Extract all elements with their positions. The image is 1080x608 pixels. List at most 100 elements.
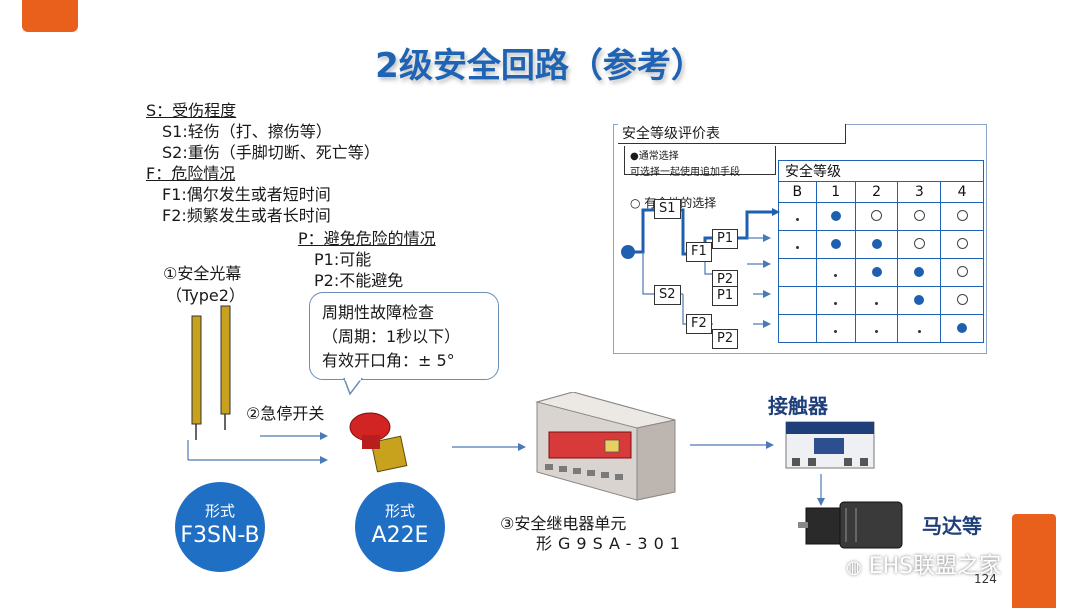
legend-s-heading: S：受伤程度: [146, 100, 380, 121]
safety-level-cell: [855, 203, 898, 231]
filled-circle-icon: [957, 323, 967, 333]
safety-level-cell: [941, 231, 984, 259]
small-dot-icon: [796, 246, 799, 249]
small-dot-icon: [834, 274, 837, 277]
motor-image: [796, 494, 916, 554]
filled-circle-icon: [831, 211, 841, 221]
small-dot-icon: [875, 330, 878, 333]
estop-switch-image: [340, 405, 420, 485]
safety-level-cell: [779, 231, 817, 259]
safety-level-row: [779, 231, 984, 259]
safety-level-cell: [855, 315, 898, 343]
open-circle-icon: [957, 266, 968, 277]
filled-circle-icon: [872, 239, 882, 249]
safety-level-cell: [816, 287, 855, 315]
page-number: 124: [974, 572, 997, 586]
safety-level-cell: [816, 315, 855, 343]
estop-model: A22E: [355, 523, 445, 548]
safety-level-cell: [941, 259, 984, 287]
safety-level-cell: [898, 231, 941, 259]
callout-line-3: 有效开口角：± 5°: [322, 349, 498, 373]
level-header: 2: [855, 182, 898, 203]
wechat-icon: ◍: [846, 557, 862, 578]
periodic-check-callout: 周期性故障检查 （周期：1秒以下） 有效开口角：± 5°: [309, 292, 499, 380]
light-curtain-model-small: 形式: [175, 500, 265, 521]
tree-s1: S1: [654, 199, 681, 219]
safety-level-cell: [898, 287, 941, 315]
safety-level-cell: [816, 259, 855, 287]
relay-model: 形G9SA-301: [536, 530, 686, 554]
safety-level-cell: [816, 203, 855, 231]
safety-level-cell: [816, 231, 855, 259]
small-dot-icon: [834, 302, 837, 305]
corner-accent-bottom: [1012, 514, 1056, 608]
contactor-image: [780, 416, 880, 472]
safety-level-row: [779, 203, 984, 231]
small-dot-icon: [796, 218, 799, 221]
safety-level-cell: [941, 203, 984, 231]
safety-level-cell: [941, 287, 984, 315]
open-circle-icon: [871, 210, 882, 221]
safety-level-row: [779, 259, 984, 287]
motor-label: 马达等: [922, 510, 982, 539]
safety-level-cell: [855, 259, 898, 287]
safety-level-caption: 安全等级: [779, 161, 984, 182]
light-curtain-model: F3SN-B: [175, 523, 265, 548]
open-circle-icon: [957, 294, 968, 305]
tree-p1-a: P1: [712, 229, 738, 249]
legend-p-heading: P：避免危险的情况: [298, 228, 436, 249]
legend-s2: S2:重伤（手脚切断、死亡等）: [146, 142, 380, 163]
open-circle-icon: [957, 238, 968, 249]
filled-circle-icon: [872, 267, 882, 277]
filled-circle-icon: [831, 239, 841, 249]
legend-p1: P1:可能: [298, 249, 436, 270]
filled-circle-icon: [914, 267, 924, 277]
level-header: 4: [941, 182, 984, 203]
light-curtain-emitter: [192, 316, 201, 424]
tree-p1-b: P1: [712, 286, 738, 306]
page-title: 2级安全回路（参考）: [0, 38, 1080, 87]
safety-level-cell: [779, 315, 817, 343]
callout-tail: [340, 378, 370, 398]
callout-line-1: 周期性故障检查: [322, 301, 498, 325]
safety-level-cell: [898, 203, 941, 231]
corner-accent-top: [22, 0, 78, 32]
safety-level-grid: 安全等级 B 1 2 3 4: [778, 160, 984, 338]
safety-level-cell: [779, 203, 817, 231]
legend-f2: F2:频繁发生或者长时间: [146, 205, 380, 226]
level-header: B: [779, 182, 817, 203]
safety-level-cell: [855, 287, 898, 315]
level-header: 3: [898, 182, 941, 203]
tree-s2: S2: [654, 285, 681, 305]
safety-level-cell: [941, 315, 984, 343]
legend-p2: P2:不能避免: [298, 270, 436, 291]
light-curtain-receiver: [221, 306, 230, 414]
estop-model-badge: 形式 A22E: [355, 482, 445, 572]
arrow-to-relay: [450, 440, 530, 454]
safety-level-cell: [779, 259, 817, 287]
small-dot-icon: [834, 330, 837, 333]
safety-level-cell: [898, 315, 941, 343]
small-dot-icon: [918, 330, 921, 333]
level-header: 1: [816, 182, 855, 203]
open-circle-icon: [914, 210, 925, 221]
legend-f1: F1:偶尔发生或者短时间: [146, 184, 380, 205]
legend-p: P：避免危险的情况 P1:可能 P2:不能避免: [298, 228, 436, 291]
small-dot-icon: [875, 302, 878, 305]
safety-level-cell: [779, 287, 817, 315]
safety-relay-image: [525, 392, 685, 502]
legend-s1: S1:轻伤（打、擦伤等）: [146, 121, 380, 142]
tree-f1: F1: [686, 242, 712, 262]
tree-p2-b: P2: [712, 329, 738, 349]
estop-label: ②急停开关: [246, 400, 324, 424]
safety-level-row: [779, 315, 984, 343]
contactor-label: 接触器: [768, 390, 828, 419]
filled-circle-icon: [914, 295, 924, 305]
safety-level-cell: [898, 259, 941, 287]
estop-model-small: 形式: [355, 500, 445, 521]
light-curtain-label: ①安全光幕: [163, 260, 241, 284]
open-circle-icon: [914, 238, 925, 249]
legend: S：受伤程度 S1:轻伤（打、擦伤等） S2:重伤（手脚切断、死亡等） F：危险…: [146, 100, 380, 226]
callout-line-2: （周期：1秒以下）: [322, 325, 498, 349]
tree-f2: F2: [686, 314, 712, 334]
